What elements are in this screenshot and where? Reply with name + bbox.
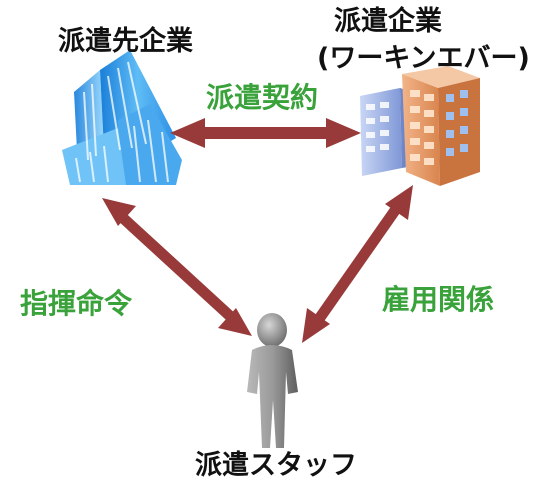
employment-relation-label: 雇用関係 (382, 283, 495, 316)
client-company-label: 派遣先企業 (58, 26, 193, 57)
dispatch-company-label: 派遣企業 (334, 6, 442, 37)
contract-arrow (170, 118, 361, 148)
dispatch-company-name-label: (ワーキンエバー) (317, 43, 530, 74)
contract-relation-label: 派遣契約 (206, 81, 319, 114)
office-buildings-icon (360, 66, 480, 186)
person-icon (247, 313, 298, 448)
command-relation-label: 指揮命令 (20, 287, 133, 320)
employment-arrow (302, 185, 413, 343)
skyscraper-icon (62, 50, 182, 185)
command-arrow (102, 198, 252, 336)
staff-label: 派遣スタッフ (195, 450, 357, 481)
